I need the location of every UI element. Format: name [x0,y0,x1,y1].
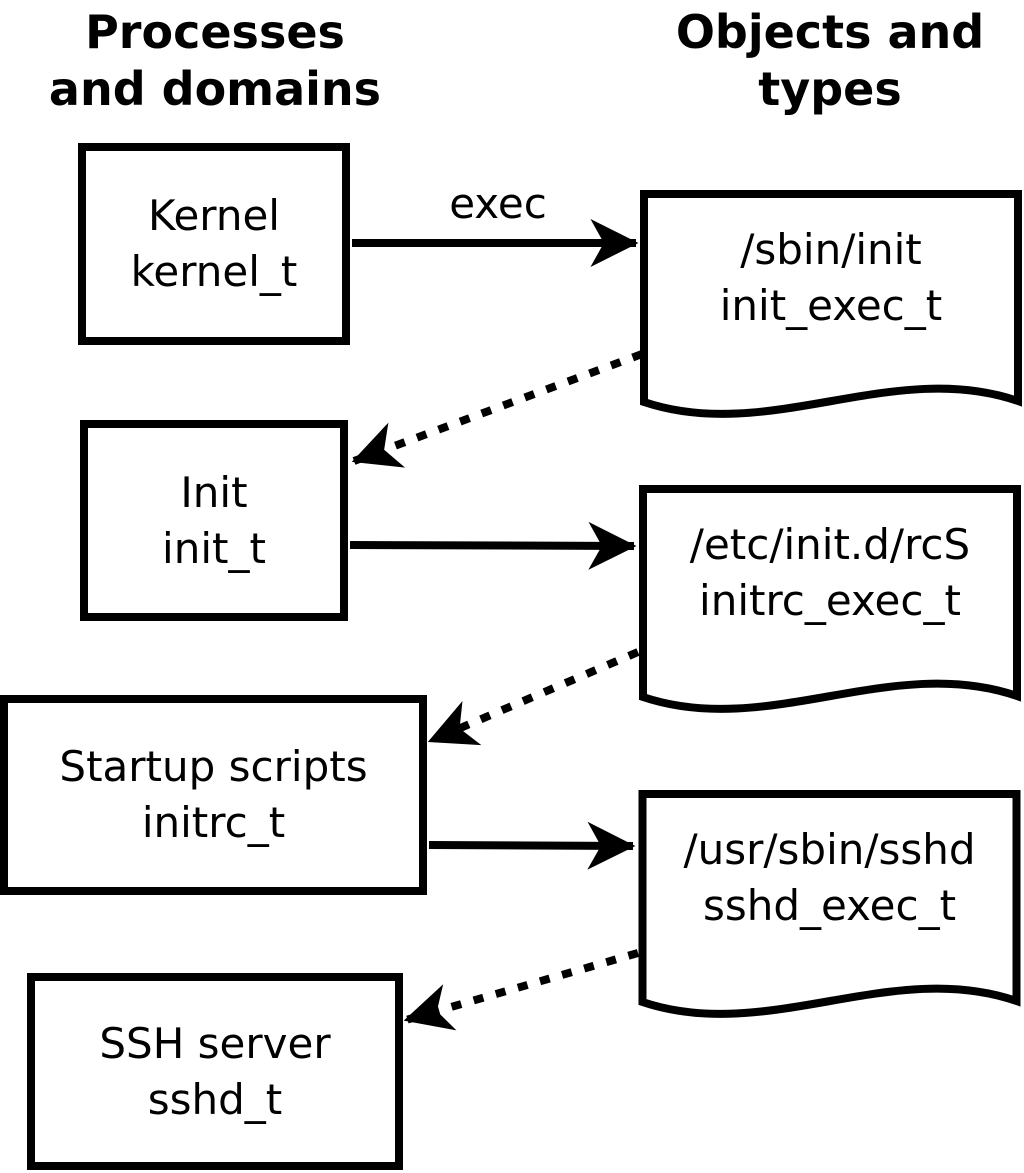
object-doc-text: /sbin/init init_exec_t [640,222,1022,334]
exec-edge-label: exec [449,179,547,228]
header-line: types [758,62,902,116]
document-shape-icon [639,485,1021,713]
process-box-kernel: Kernel kernel_t [78,143,350,345]
column-header-objects: Objects and types [640,4,1020,118]
process-box-init: Init init_t [80,420,348,621]
process-domain: init_t [162,523,266,573]
transition-arrow-sshd-to-ssh-server [403,949,640,1031]
process-name: SSH server [99,1018,331,1068]
exec-arrow-startup-scripts-to-sshd [428,821,636,870]
process-name: Kernel [148,191,280,240]
object-type: sshd_exec_t [702,881,957,930]
object-path: /usr/sbin/sshd [683,825,976,874]
process-domain: sshd_t [147,1074,283,1124]
object-path: /sbin/init [740,225,922,274]
transition-arrow-sbin-init-to-init [351,350,644,468]
object-doc-usr-sbin-sshd: /usr/sbin/sshd sshd_exec_t [637,790,1022,1040]
column-header-processes: Processes and domains [25,4,405,118]
object-doc-etc-initd-rcs: /etc/init.d/rcS initrc_exec_t [638,485,1022,735]
object-type: initrc_exec_t [699,576,961,625]
transition-arrow-rcs-to-startup-scripts [427,648,640,746]
object-type: init_exec_t [719,281,943,330]
header-line: Objects and [675,5,985,59]
object-doc-text: /etc/init.d/rcS initrc_exec_t [638,517,1022,629]
process-domain: initrc_t [141,798,286,847]
process-box-startup-scripts: Startup scripts initrc_t [0,695,427,895]
header-line: Processes [85,5,345,59]
process-name: Init [180,467,248,517]
process-box-ssh-server: SSH server sshd_t [27,973,403,1170]
document-shape-icon [640,190,1022,418]
document-shape-icon [638,790,1021,1018]
object-doc-sbin-init: /sbin/init init_exec_t [640,190,1022,440]
header-line: and domains [48,62,382,116]
exec-arrow-init-to-rcs [349,521,637,570]
object-doc-text: /usr/sbin/sshd sshd_exec_t [637,822,1022,934]
object-path: /etc/init.d/rcS [689,520,971,569]
process-name: Startup scripts [59,742,368,791]
process-domain: kernel_t [130,247,298,296]
